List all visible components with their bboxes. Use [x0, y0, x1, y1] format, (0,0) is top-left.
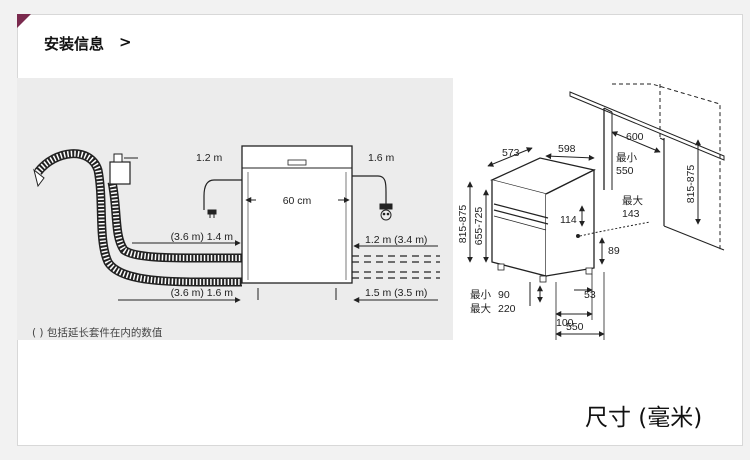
niche-min-value: 550: [616, 165, 634, 177]
min-label-2: 最小: [470, 289, 491, 301]
left-diagram: [33, 145, 440, 303]
width-label-bg: [256, 195, 338, 207]
chevron-right-icon[interactable]: >: [119, 33, 132, 51]
power-cable-left: [203, 179, 242, 218]
max-label-2: 最大: [470, 302, 491, 315]
width-iso-label: 598: [558, 143, 576, 155]
foot-550-label: 550: [566, 321, 584, 333]
foot-53-label: 53: [584, 289, 596, 301]
power-cable-right: [352, 175, 393, 221]
cable-left-label: 1.2 m: [196, 152, 223, 164]
section-title: 安装信息: [44, 35, 105, 53]
dim-niche-width: [611, 131, 661, 153]
foot-100-label: 100: [556, 317, 574, 329]
dim-depth: [487, 147, 533, 167]
drain-hose: [33, 149, 242, 287]
drain-upper-label: (3.6 m) 1.4 m: [171, 231, 234, 243]
depth-label: 573: [502, 147, 520, 159]
aquastop-valve-icon: [109, 153, 138, 185]
panel-dim-label: 114: [560, 214, 577, 226]
footnote: ( ) 包括延长套件在内的数值: [32, 326, 163, 339]
niche-width-label: 600: [626, 131, 644, 143]
right-diagram: [467, 83, 725, 340]
inlet-hoses: [352, 255, 440, 279]
max-label: 最大: [622, 194, 643, 207]
inlet-upper-label: 1.2 m (3.4 m): [365, 234, 427, 246]
units-caption: 尺寸 (毫米): [585, 405, 703, 431]
drain-lower-label: (3.6 m) 1.6 m: [171, 287, 234, 299]
height-inner-label: 655-725: [473, 207, 485, 246]
min-value-2: 90: [498, 289, 510, 301]
niche-min-label: 最小: [616, 152, 637, 164]
corner-tab-decoration: [17, 14, 31, 28]
width-label: 60 cm: [283, 195, 312, 207]
dishwasher-isometric: [490, 157, 651, 283]
cabinet-niche: [569, 83, 725, 251]
max-value-2: 220: [498, 303, 516, 315]
height-outer-label: 815-875: [457, 205, 469, 244]
max-value: 143: [622, 208, 640, 220]
niche-height-label: 815-875: [685, 165, 697, 204]
inlet-lower-label: 1.5 m (3.5 m): [365, 287, 427, 299]
plinth-height-label: 89: [608, 245, 620, 257]
dim-width-iso: [545, 153, 595, 161]
dishwasher-front: [241, 145, 353, 300]
cable-right-label: 1.6 m: [368, 152, 395, 164]
